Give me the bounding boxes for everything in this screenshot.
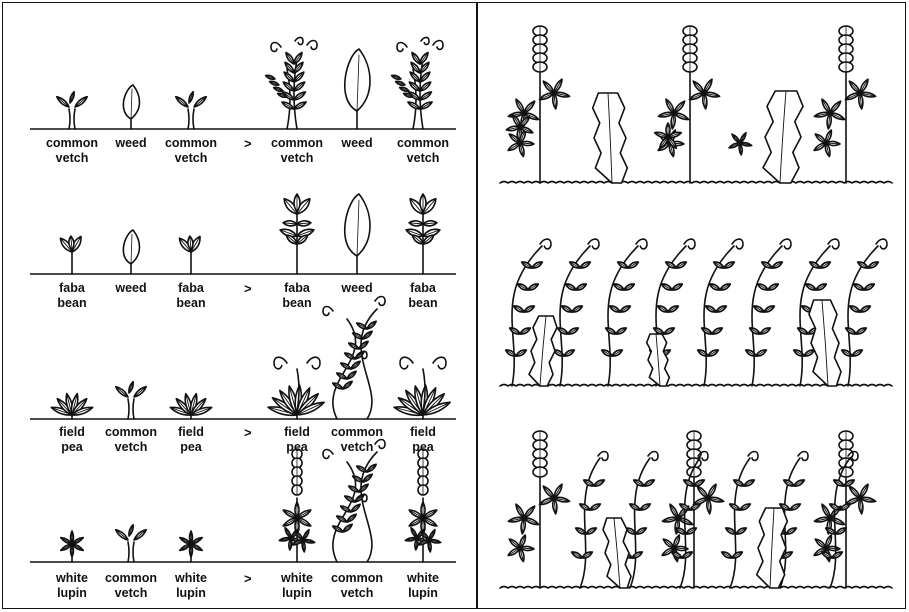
plant-label-line1: white [383,571,463,586]
faba-mature-icon [280,194,314,274]
pea-seedling-icon [170,394,211,419]
weed-mature-icon [345,194,370,274]
weed-seedling-icon [123,85,139,129]
faba-seedling-icon [60,236,81,274]
plant-label-line2: pea [151,440,231,455]
tangled-vetch-canopy-icon [500,239,892,386]
plant-label-line2: pea [383,440,463,455]
plant-label-line2: vetch [257,151,337,166]
transition-arrow: > [244,425,252,440]
vetch-seedling-icon [116,525,147,562]
lupin-and-weed-row-icon [500,26,892,183]
pea-seedling-icon [51,394,92,419]
vetch-climbing-icon [323,440,385,563]
faba-seedling-icon [179,236,200,274]
plant-label-line2: bean [151,296,231,311]
lupin-vetch-mixture-row-icon [500,431,892,588]
pea-mature-icon [394,357,450,419]
vetch-mature-icon [392,37,443,129]
plant-label-line1: white [151,571,231,586]
weed-mature-icon [345,49,370,129]
lupin-flowering-icon [279,449,314,562]
plant-label-line2: bean [32,296,112,311]
pea-mature-icon [268,357,324,419]
plant-label-line2: bean [383,296,463,311]
transition-arrow: > [244,136,252,151]
vetch-mature-icon [266,37,317,129]
plant-label-line2: bean [257,296,337,311]
plant-label-line2: vetch [32,151,112,166]
plant-label-line1: faba [151,281,231,296]
plant-label-line2: lupin [383,586,463,601]
lupin-seedling-icon [61,531,84,562]
transition-arrow: > [244,281,252,296]
vetch-seedling-icon [176,92,207,129]
lupin-seedling-icon [180,531,203,562]
weed-seedling-icon [123,230,139,274]
vetch-seedling-icon [57,92,88,129]
plant-label-line1: field [383,425,463,440]
faba-mature-icon [406,194,440,274]
plant-label-line1: faba [383,281,463,296]
plant-label-line2: lupin [151,586,231,601]
vetch-seedling-icon [116,382,147,419]
vetch-climbing-icon [323,297,385,420]
plant-label-line1: common [151,136,231,151]
plant-label-line2: vetch [151,151,231,166]
plant-label-line1: common [383,136,463,151]
plant-label-line1: field [151,425,231,440]
lupin-flowering-icon [405,449,440,562]
transition-arrow: > [244,571,252,586]
plant-label-line2: vetch [383,151,463,166]
